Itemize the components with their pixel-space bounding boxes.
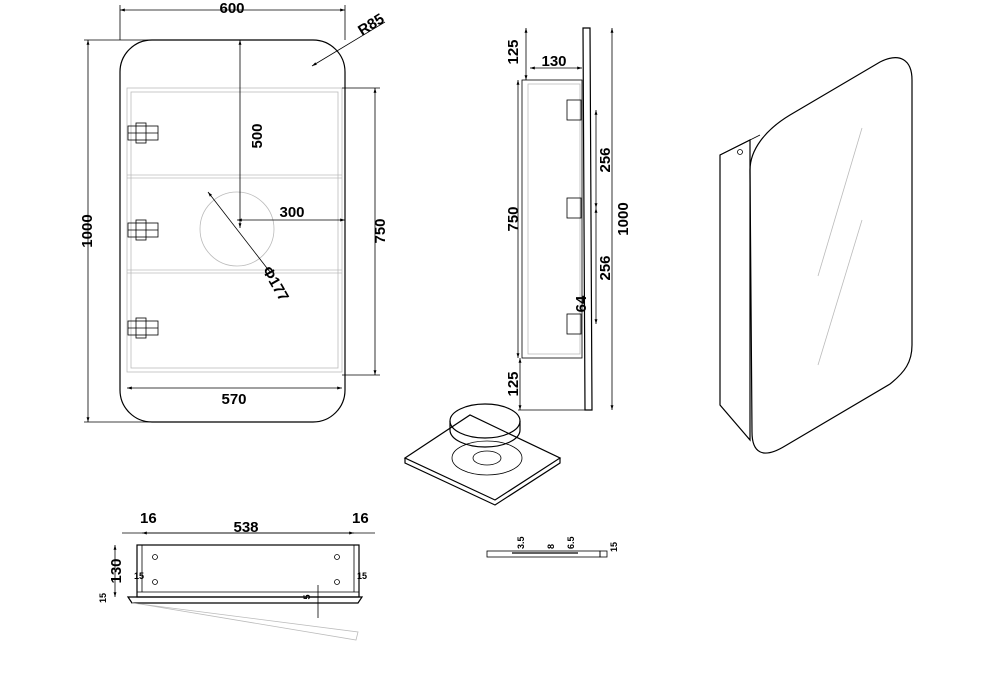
hinge-icons — [127, 122, 159, 339]
dim-side-right: 16 — [352, 510, 369, 527]
cabinet-body — [521, 79, 583, 359]
hinge-icons — [566, 99, 582, 335]
dim-sensor-height: 500 — [249, 123, 266, 148]
dim-depth: 130 — [108, 558, 125, 583]
mirror-door — [749, 57, 913, 454]
dim-detail-d: 15 — [609, 542, 619, 552]
dim-wall-right: 15 — [357, 571, 367, 581]
dim-hinge-bottom-offset: 64 — [573, 295, 590, 312]
dim-door-gap: 5 — [302, 594, 312, 599]
sensor-circle — [199, 191, 275, 267]
side-view: 125 130 750 1000 256 256 64 125 — [505, 27, 632, 411]
dim-hinge-spacing-top: 256 — [597, 147, 614, 172]
section-view: 16 538 16 130 15 15 15 5 — [98, 510, 375, 641]
dim-cabinet-height: 750 — [505, 206, 522, 231]
dim-radius: R85 — [355, 10, 387, 39]
dim-inner-height: 750 — [372, 218, 389, 243]
mirror-door — [582, 27, 593, 411]
dim-total-height: 1000 — [615, 202, 632, 235]
sensor-switch-iso — [403, 403, 562, 506]
dim-inner-width: 538 — [233, 519, 258, 536]
front-view: 600 1000 R85 750 570 500 300 Φ177 — [79, 0, 389, 423]
dim-bottom-margin: 125 — [505, 371, 522, 396]
dim-height: 1000 — [79, 214, 96, 247]
dim-wall-left: 15 — [134, 571, 144, 581]
dim-detail-c: 6.5 — [566, 536, 576, 549]
mirror-outline — [119, 39, 346, 423]
dim-width: 600 — [219, 0, 244, 17]
dim-detail-b: 8 — [546, 544, 556, 549]
dim-base: 15 — [98, 593, 108, 603]
dim-inner-width: 570 — [221, 391, 246, 408]
dim-detail-a: 3.5 — [516, 536, 526, 549]
dim-depth: 130 — [541, 53, 566, 70]
dim-sensor-offset: 300 — [279, 204, 304, 221]
detail-view: 3.5 8 6.5 15 — [486, 536, 619, 558]
cabinet-inner-outline — [126, 87, 343, 373]
dim-top-margin: 125 — [505, 39, 522, 64]
dim-hinge-spacing-bottom: 256 — [597, 255, 614, 280]
dim-side-left: 16 — [140, 510, 157, 527]
cabinet-iso-view — [719, 57, 913, 454]
